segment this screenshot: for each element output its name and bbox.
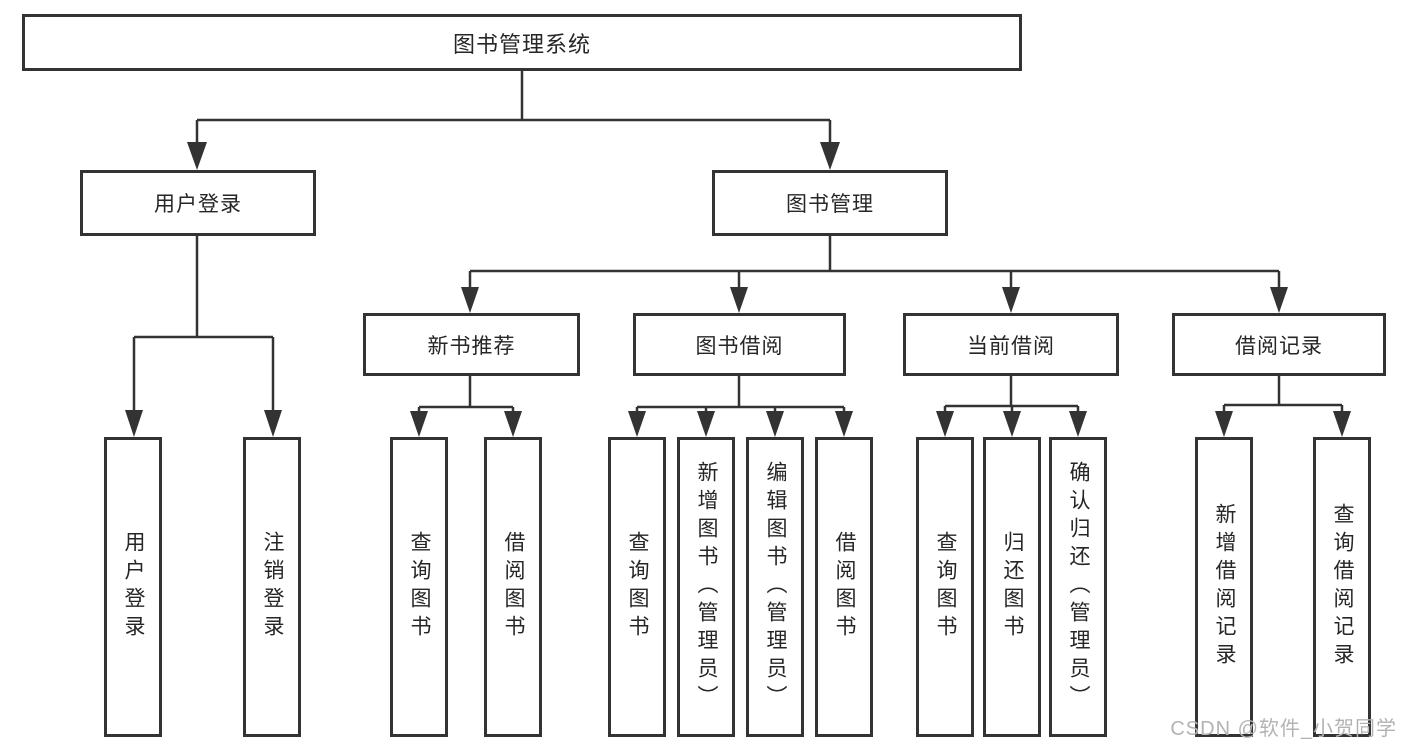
node-book-borrowing: 图书借阅 (633, 313, 846, 376)
leaf-return-books: 归还图书 (983, 437, 1041, 737)
connector-new-book-rec-to-leaves (410, 376, 522, 437)
node-root-library-mgmt-system: 图书管理系统 (22, 14, 1022, 71)
leaf-user-login: 用户登录 (104, 437, 162, 737)
node-user-login: 用户登录 (80, 170, 316, 236)
connector-book-borrow-to-leaves (628, 376, 853, 437)
leaf-borrow-books-borrowing: 借阅图书 (815, 437, 873, 737)
leaf-query-borrow-record: 查询借阅记录 (1313, 437, 1371, 737)
node-new-book-recommend: 新书推荐 (363, 313, 580, 376)
connector-current-borrow-to-leaves (936, 376, 1087, 437)
leaf-query-books-borrowing: 查询图书 (608, 437, 666, 737)
leaf-borrow-books-recommend: 借阅图书 (484, 437, 542, 737)
connector-root-to-level2 (187, 71, 840, 170)
connector-book-mgmt-to-level3 (461, 236, 1288, 313)
leaf-add-borrow-record: 新增借阅记录 (1195, 437, 1253, 737)
node-current-borrowing: 当前借阅 (903, 313, 1119, 376)
leaf-logout: 注销登录 (243, 437, 301, 737)
leaf-confirm-return-admin: 确认归还（管理员） (1049, 437, 1107, 737)
leaf-edit-books-admin: 编辑图书（管理员） (746, 437, 804, 737)
node-borrowing-records: 借阅记录 (1172, 313, 1386, 376)
connector-user-login-to-leaves (125, 236, 282, 437)
node-book-management: 图书管理 (712, 170, 948, 236)
leaf-query-books-recommend: 查询图书 (390, 437, 448, 737)
connector-borrow-records-to-leaves (1215, 376, 1351, 437)
leaf-query-books-current: 查询图书 (916, 437, 974, 737)
csdn-watermark: CSDN @软件_小贺同学 (1170, 718, 1397, 740)
leaf-add-books-admin: 新增图书（管理员） (677, 437, 735, 737)
